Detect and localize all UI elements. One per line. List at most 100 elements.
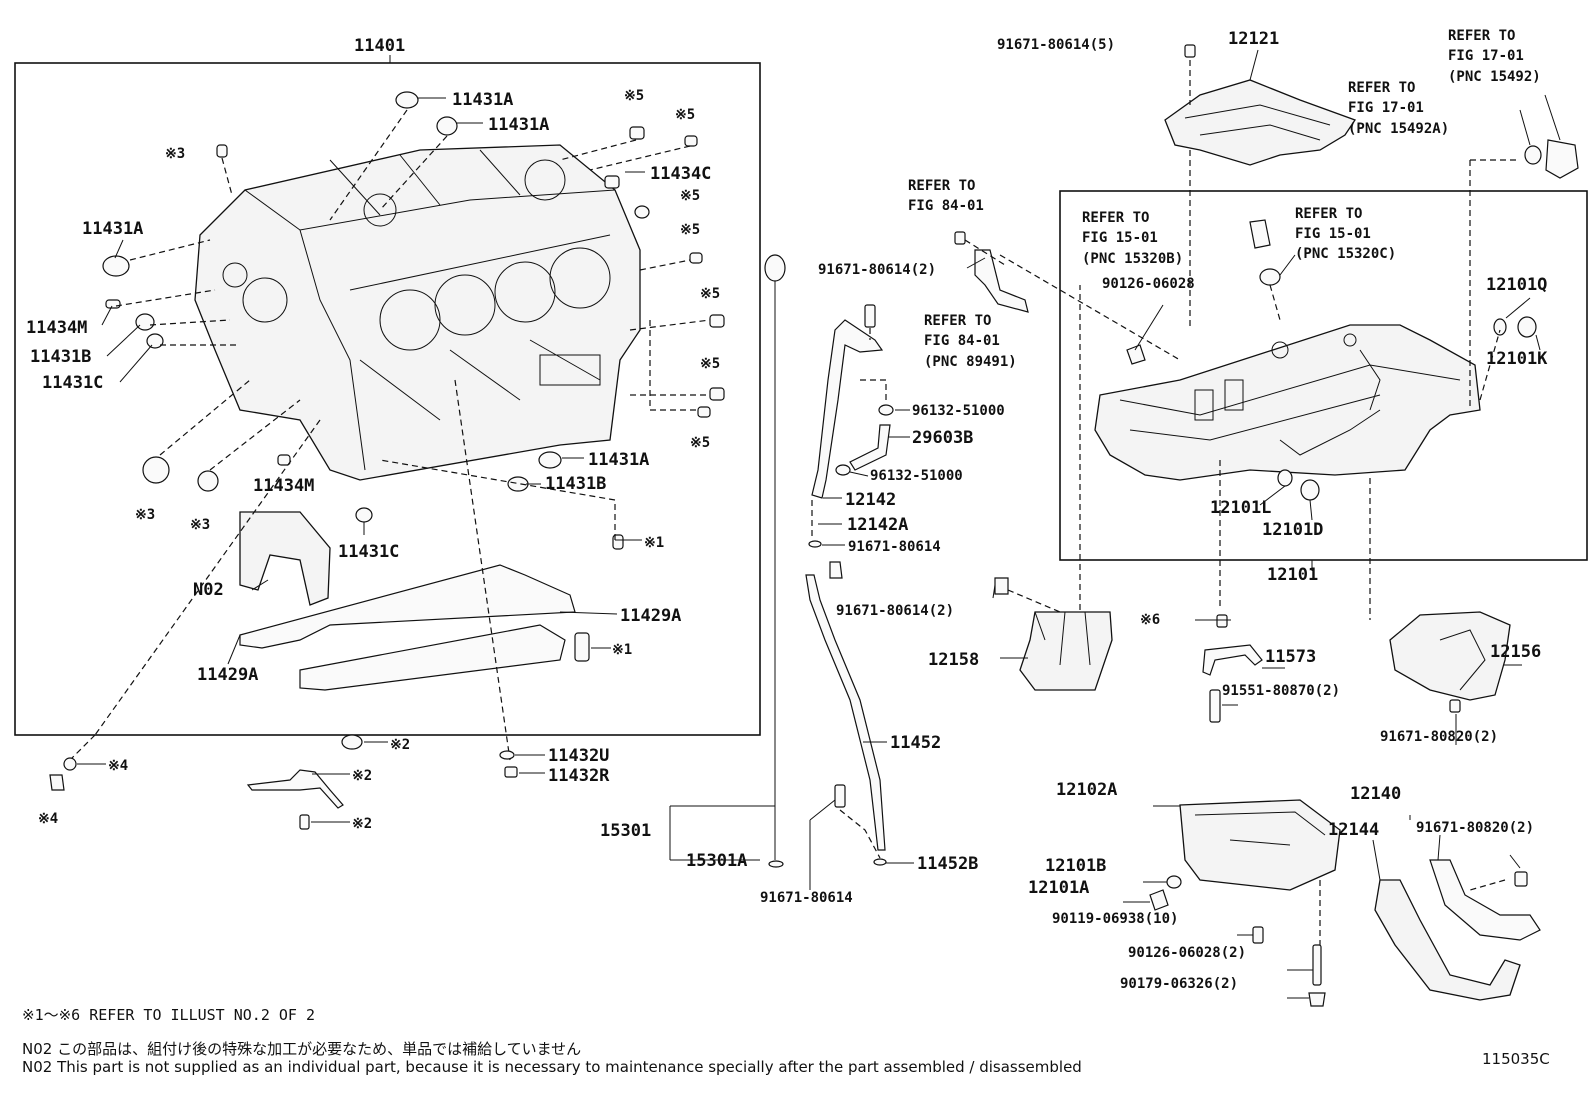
refer-fig15-c-2: FIG 15-01: [1295, 226, 1371, 242]
refer-fig15-c-1: REFER TO: [1295, 206, 1362, 222]
oil-pan-lower-12102A: [1123, 799, 1341, 1007]
refer-fig15-b-2: FIG 15-01: [1082, 230, 1158, 246]
refer-fig15-c-3: (PNC 15320C): [1295, 246, 1396, 262]
label-11434M-2: 11434M: [253, 476, 314, 496]
label-12101B: 12101B: [1045, 856, 1106, 876]
group-label-12140: 12140: [1350, 784, 1401, 804]
label-11431A-3: 11431A: [82, 219, 143, 239]
marker-5a: ※5: [624, 88, 644, 104]
refer-fig17-b-1: REFER TO: [1448, 28, 1515, 44]
part-labels: 11401 11431A 11431A 11434C 11431A 11434M…: [26, 28, 1548, 992]
refer-fig84-b-3: (PNC 89491): [924, 354, 1017, 370]
block-lead-lines: [101, 97, 645, 665]
oil-cooler-pipe-parts: [1519, 94, 1579, 179]
refer-fig17-b-3: (PNC 15492): [1448, 69, 1541, 85]
marker-2a: ※2: [390, 737, 410, 753]
refer-fig84-b-1: REFER TO: [924, 313, 991, 329]
refer-fig17-a-1: REFER TO: [1348, 80, 1415, 96]
label-N02: N02: [193, 580, 224, 600]
refer-fig15-b-3: (PNC 15320B): [1082, 251, 1183, 267]
label-90179-06326: 90179-06326(2): [1120, 976, 1238, 992]
n02-note-japanese: N02 この部品は、組付け後の特殊な加工が必要なため、単品では補給していません: [22, 1040, 582, 1058]
label-11573: 11573: [1265, 647, 1316, 667]
label-91671-80820-a: 91671-80820(2): [1380, 729, 1498, 745]
label-96132-51000-1: 96132-51000: [912, 403, 1005, 419]
marker-5g: ※5: [690, 435, 710, 451]
label-91671-80820-b: 91671-80820(2): [1416, 820, 1534, 836]
label-11429A-2: 11429A: [197, 665, 258, 685]
group-label-12121: 12121: [1228, 29, 1279, 49]
marker-1b: ※1: [612, 642, 632, 658]
label-11434M-1: 11434M: [26, 318, 87, 338]
refer-fig17-b-2: FIG 17-01: [1448, 48, 1524, 64]
label-91671-80614-2a: 91671-80614(2): [818, 262, 936, 278]
label-91671-80614-b: 91671-80614: [760, 890, 853, 906]
cylinder-block: [194, 144, 641, 481]
dipstick-bracket: [954, 231, 1181, 361]
label-12142A: 12142A: [847, 515, 908, 535]
label-12101L: 12101L: [1210, 498, 1271, 518]
marker-2c: ※2: [352, 816, 372, 832]
group-label-12101: 12101: [1267, 565, 1318, 585]
block-dashed-lines: [69, 109, 711, 761]
refer-fig17-a-2: FIG 17-01: [1348, 100, 1424, 116]
label-29603B: 29603B: [912, 428, 973, 448]
label-90126-06028-2: 90126-06028(2): [1128, 945, 1246, 961]
label-12102A: 12102A: [1056, 780, 1117, 800]
group-label-11401: 11401: [354, 36, 405, 56]
label-15301: 15301: [600, 821, 651, 841]
figure-code: 115035C: [1482, 1050, 1550, 1068]
label-12158: 12158: [928, 650, 979, 670]
marker-5c: ※5: [680, 188, 700, 204]
label-12101K: 12101K: [1486, 349, 1548, 369]
label-91671-80614-a: 91671-80614: [848, 539, 941, 555]
label-96132-51000-2: 96132-51000: [870, 468, 963, 484]
label-11431C-2: 11431C: [338, 542, 399, 562]
refer-fig84-a-1: REFER TO: [908, 178, 975, 194]
oil-pan-frame: [1059, 190, 1588, 561]
oil-filter-bracket-12158: [992, 285, 1113, 691]
reference-markers: ※5 ※5 ※5 ※5 ※5 ※5 ※5 ※3 ※3 ※3 ※1 ※1 ※2 ※…: [38, 88, 1160, 832]
label-11432R: 11432R: [548, 766, 610, 786]
label-11431B-1: 11431B: [30, 347, 91, 367]
cylinder-block-frame: [14, 62, 761, 736]
stiffener-plate-upper: [239, 564, 576, 649]
label-11431A-4: 11431A: [588, 450, 649, 470]
label-91671-80614-5: 91671-80614(5): [997, 37, 1115, 53]
oil-pan-small-parts: [1126, 159, 1541, 620]
oil-pan-baffle-12121: [1164, 44, 1356, 330]
label-11431A-1: 11431A: [452, 90, 513, 110]
bottom-left-parts: [49, 734, 545, 830]
marker-6: ※6: [1140, 612, 1160, 628]
bracket-11573: [1195, 614, 1285, 723]
oil-pan-upper: [1094, 324, 1481, 481]
marker-3b: ※3: [135, 507, 155, 523]
block-plugs: [102, 91, 725, 662]
label-11431A-2: 11431A: [488, 115, 549, 135]
label-12144: 12144: [1328, 820, 1379, 840]
label-12101Q: 12101Q: [1486, 275, 1547, 295]
label-12142: 12142: [845, 490, 896, 510]
dipstick-guide: [805, 304, 914, 890]
label-91671-80614-2b: 91671-80614(2): [836, 603, 954, 619]
marker-5f: ※5: [700, 356, 720, 372]
refer-fig84-a-2: FIG 84-01: [908, 198, 984, 214]
label-11431B-2: 11431B: [545, 474, 606, 494]
label-12101D: 12101D: [1262, 520, 1323, 540]
marker-4b: ※4: [38, 811, 58, 827]
refer-fig84-b-2: FIG 84-01: [924, 333, 1000, 349]
marker-4a: ※4: [108, 758, 128, 774]
marker-3a: ※3: [165, 146, 185, 162]
label-11432U: 11432U: [548, 746, 609, 766]
oil-pan-cover-12156: [1389, 611, 1522, 745]
marker-1a: ※1: [644, 535, 664, 551]
label-12156: 12156: [1490, 642, 1541, 662]
marker-2b: ※2: [352, 768, 372, 784]
label-90126-06028: 90126-06028: [1102, 276, 1195, 292]
label-11431C-1: 11431C: [42, 373, 103, 393]
label-12101A: 12101A: [1028, 878, 1089, 898]
label-11429A-1: 11429A: [620, 606, 681, 626]
refer-illust-note: ※1～※6 REFER TO ILLUST NO.2 OF 2: [22, 1006, 315, 1024]
marker-3c: ※3: [190, 517, 210, 533]
